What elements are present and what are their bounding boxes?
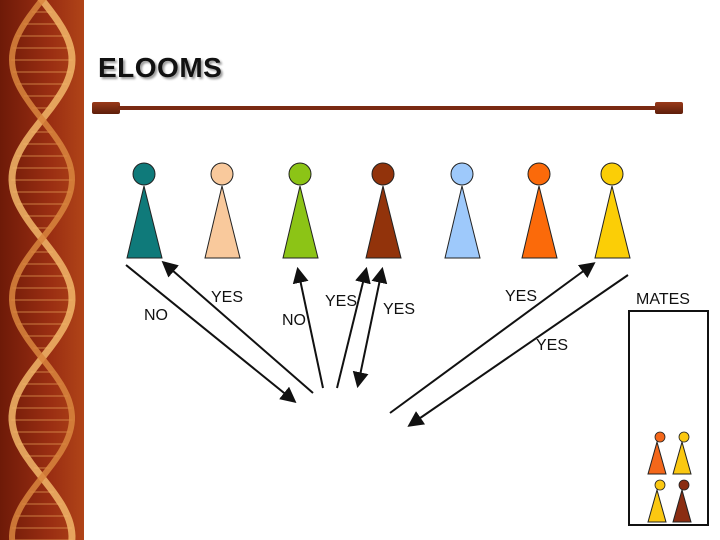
label-yes-right: YES — [505, 288, 538, 305]
arrows — [125, 260, 629, 427]
figure-yellow — [594, 162, 631, 259]
mate-yellow-top — [672, 431, 692, 475]
label-yes-mid: YES — [325, 293, 358, 310]
figure-orange — [521, 162, 558, 259]
arrow-yellow-to-center — [407, 274, 629, 427]
dna-sidebar-image — [0, 0, 84, 540]
figure-peach — [204, 162, 241, 259]
arrow-brown-both-ways — [352, 266, 388, 389]
mates-box — [628, 310, 709, 526]
arrow-center-to-peach — [161, 260, 314, 394]
figure-green — [282, 162, 319, 259]
label-yes-center: YES — [383, 301, 416, 318]
arrow-center-to-green — [292, 266, 324, 389]
figure-light-blue — [444, 162, 481, 259]
mates-pairs — [647, 431, 692, 523]
arrow-teal-to-center — [125, 264, 297, 404]
figure-brown — [365, 162, 402, 259]
mate-orange — [647, 431, 667, 475]
page-title: ELOOMS — [98, 52, 223, 83]
figure-row — [126, 162, 631, 259]
label-no-mid: NO — [282, 312, 306, 329]
arrow-center-to-yellow — [389, 262, 596, 414]
title-rule — [92, 102, 683, 114]
label-yes-lower: YES — [536, 337, 569, 354]
label-yes-left: YES — [211, 289, 244, 306]
label-no-left: NO — [144, 307, 168, 324]
figure-teal — [126, 162, 163, 259]
label-mates: MATES — [636, 291, 690, 308]
mate-yellow-bottom — [647, 479, 667, 523]
mate-brown — [672, 479, 692, 523]
